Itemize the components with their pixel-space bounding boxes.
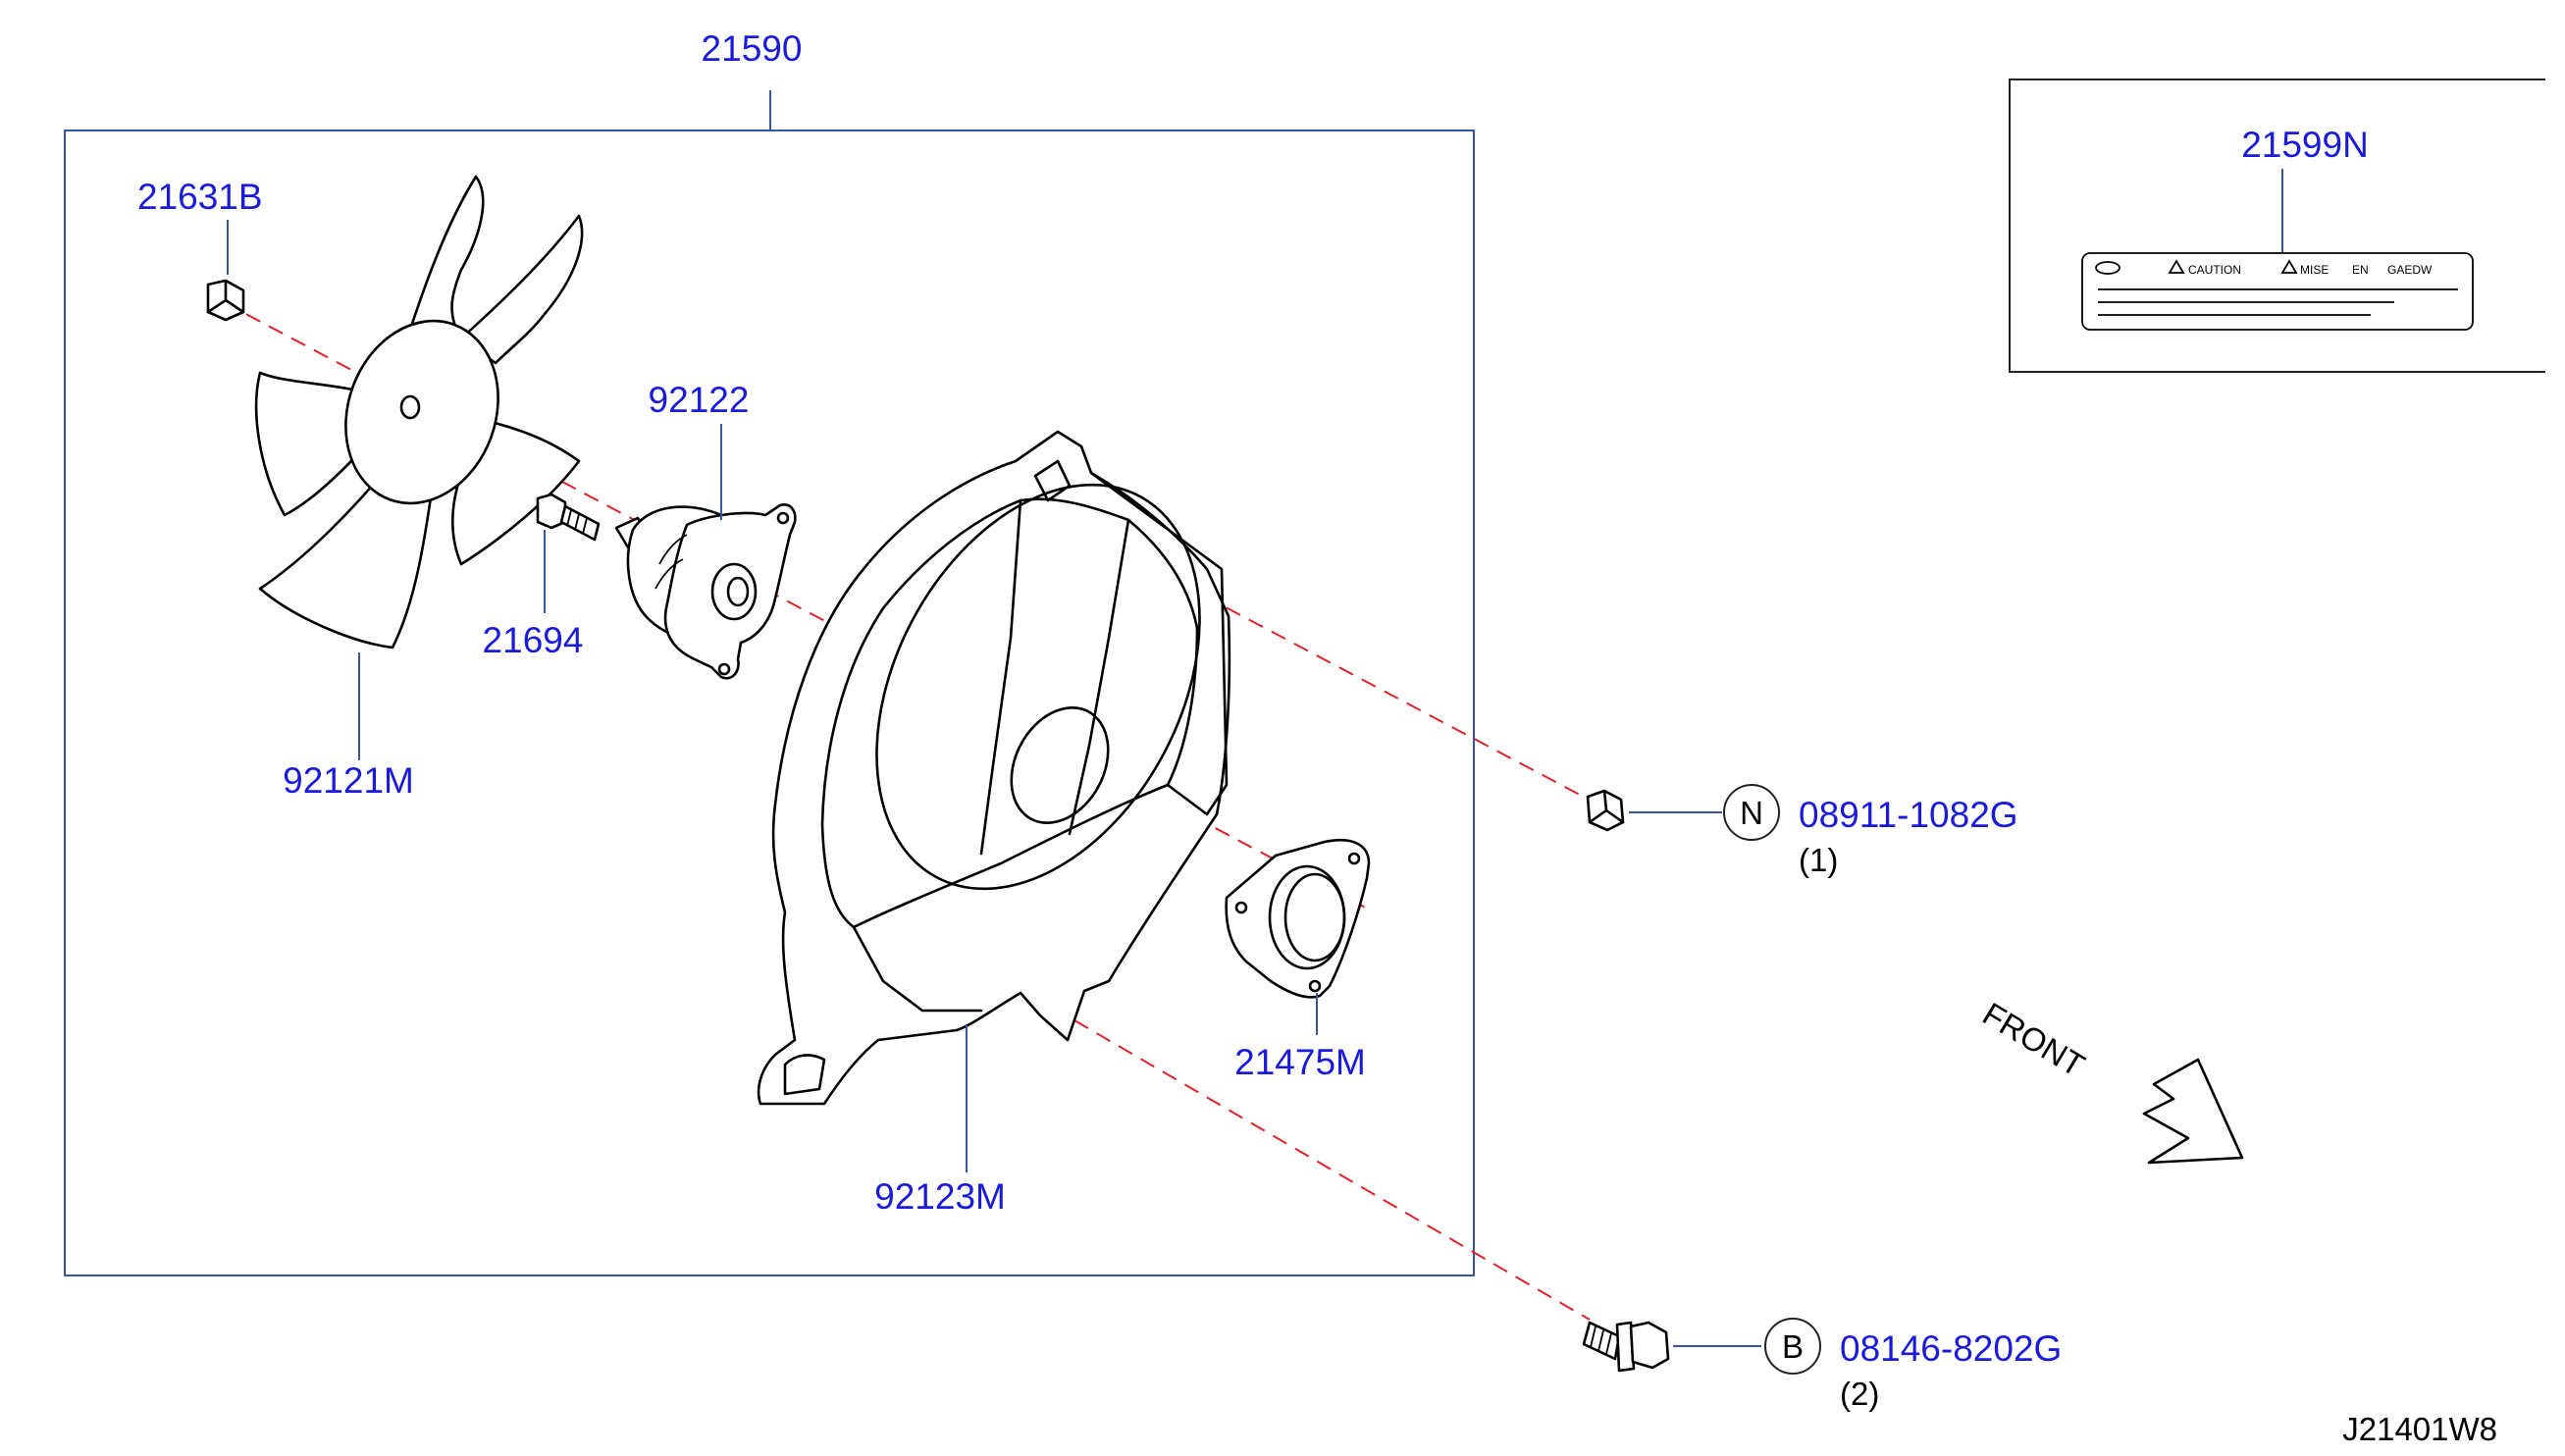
motor-bolt[interactable] xyxy=(536,493,601,542)
motor-mount-hole-top xyxy=(776,511,790,525)
shroud-side-frame xyxy=(1089,471,1229,816)
motor-fin xyxy=(654,534,688,590)
grommet-hole-right xyxy=(1347,852,1361,865)
nut-symbol: N xyxy=(1740,795,1763,831)
motor-grommet[interactable] xyxy=(1225,838,1371,999)
fan-nut-face xyxy=(206,279,245,314)
cooling-fan[interactable] xyxy=(254,175,584,650)
bolt-quantity: (2) xyxy=(1840,1376,1879,1412)
shroud-brace-2 xyxy=(1068,518,1130,836)
front-arrow-icon xyxy=(2142,1058,2244,1165)
front-direction-label: FRONT xyxy=(1976,995,2090,1083)
callout-08911-1082g[interactable]: 08911-1082G xyxy=(1799,795,2018,835)
hex-bolt-head xyxy=(1629,1321,1670,1370)
fan-blade-bottom xyxy=(258,459,434,650)
callout-21599n[interactable]: 21599N xyxy=(2241,125,2369,165)
label-gaedw-text: GAEDW xyxy=(2387,263,2433,277)
shroud-bottom-tab xyxy=(783,1054,826,1096)
motor-bolt-thread xyxy=(566,509,588,535)
callout-92123m[interactable]: 92123M xyxy=(874,1176,1006,1217)
shroud-fan-opening xyxy=(875,483,1201,891)
fan-blade-right xyxy=(451,420,581,566)
caution-label-plate xyxy=(2081,252,2474,331)
diagram-code: J21401W8 xyxy=(2342,1411,2497,1447)
callout-21475m[interactable]: 21475M xyxy=(1234,1042,1366,1082)
hex-bolt-flange xyxy=(1615,1321,1636,1373)
fan-shroud[interactable] xyxy=(757,430,1265,1106)
grommet-opening-inner xyxy=(1283,872,1346,962)
axis-line-bolt xyxy=(1073,1019,1591,1321)
grommet-hole-left xyxy=(1234,901,1248,914)
grommet-hole-bottom xyxy=(1308,979,1322,993)
bolt-symbol-circle xyxy=(1764,1318,1821,1375)
shroud-brace-3 xyxy=(852,925,983,1013)
label-box-frame xyxy=(2009,78,2545,373)
callout-21694[interactable]: 21694 xyxy=(483,620,584,660)
callout-21590[interactable]: 21590 xyxy=(702,28,803,69)
motor-bearing xyxy=(710,562,758,621)
bolt-symbol: B xyxy=(1782,1328,1804,1365)
label-en-text: EN xyxy=(2352,263,2369,277)
shroud-outline xyxy=(757,430,1231,1106)
fan-blade-top xyxy=(410,175,485,340)
callout-08146-8202g[interactable]: 08146-8202G xyxy=(1840,1328,2062,1369)
motor-bolt-shank xyxy=(559,504,601,542)
motor-mount-hole-bottom xyxy=(717,662,731,676)
fan-hub xyxy=(344,319,499,505)
shroud-brace-1 xyxy=(979,498,1022,856)
shroud-motor-opening xyxy=(1010,706,1110,824)
warning-triangle-icon xyxy=(2168,259,2185,274)
hex-bolt-thread xyxy=(1590,1326,1612,1355)
caution-label: CAUTION MISE EN GAEDW xyxy=(2081,252,2474,331)
hex-nut[interactable] xyxy=(1586,789,1625,832)
nut-symbol-circle xyxy=(1723,784,1780,841)
label-caution-text: CAUTION xyxy=(2188,263,2241,277)
fan-motor[interactable] xyxy=(614,503,797,680)
hex-bolt[interactable] xyxy=(1582,1321,1670,1373)
callout-92121m[interactable]: 92121M xyxy=(283,760,414,801)
shroud-inner-rim xyxy=(820,497,1199,929)
shroud-top-tab xyxy=(1033,459,1072,502)
callout-92122[interactable]: 92122 xyxy=(649,380,750,420)
nut-quantity: (1) xyxy=(1799,842,1838,878)
fan-nut[interactable] xyxy=(206,279,245,322)
callout-21631b[interactable]: 21631B xyxy=(137,177,263,217)
motor-bearing-inner xyxy=(726,576,750,607)
label-mise-text: MISE xyxy=(2300,263,2329,277)
label-oval-icon xyxy=(2095,261,2120,275)
hex-nut-face xyxy=(1588,789,1625,824)
fan-hub-center xyxy=(399,394,421,420)
warning-triangle-icon-2 xyxy=(2280,259,2298,274)
fan-blade-right-top xyxy=(459,214,584,365)
